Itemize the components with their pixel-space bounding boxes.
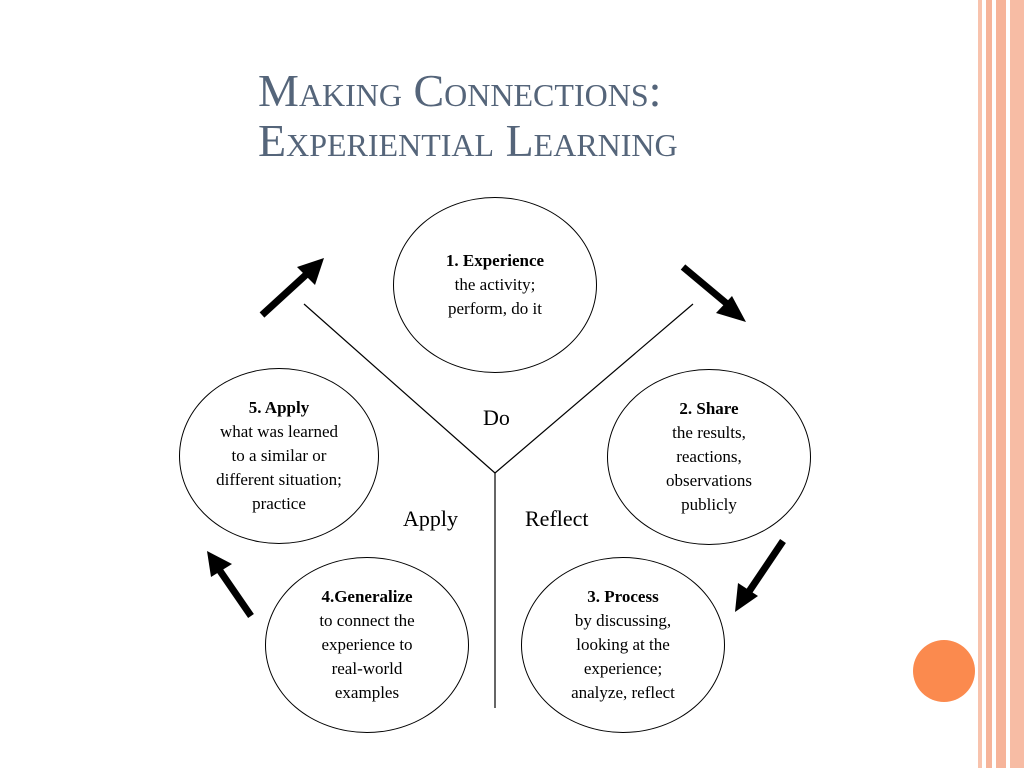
decor-stripe bbox=[1010, 0, 1024, 768]
step-line: looking at the bbox=[576, 635, 670, 654]
step-line: perform, do it bbox=[448, 299, 542, 318]
page-title: Making Connections: Experiential Learnin… bbox=[258, 66, 818, 166]
step-line: experience; bbox=[583, 659, 663, 678]
step-generalize-circle: 4.Generalize to connect the experience t… bbox=[265, 557, 469, 733]
step-line: to a similar or bbox=[231, 446, 327, 465]
step-line: different situation; bbox=[216, 470, 342, 489]
step-line: examples bbox=[334, 683, 400, 702]
axis-label-apply: Apply bbox=[403, 506, 458, 531]
title-line-2: Experiential Learning bbox=[258, 115, 678, 166]
step-line: publicly bbox=[681, 495, 737, 514]
step-line: experience to bbox=[321, 635, 413, 654]
step-line: the results, bbox=[672, 423, 746, 442]
step-heading: 4.Generalize bbox=[321, 587, 413, 606]
step-experience-circle: 1. Experience the activity; perform, do … bbox=[393, 197, 597, 373]
step-line: observations bbox=[666, 471, 752, 490]
step-line: practice bbox=[252, 494, 306, 513]
cycle-arrow-top-right bbox=[680, 264, 746, 322]
axis-label-do: Do bbox=[483, 405, 510, 430]
step-heading: 5. Apply bbox=[248, 398, 310, 417]
step-line: what was learned bbox=[219, 422, 338, 441]
decor-stripe bbox=[996, 0, 1006, 768]
step-line: the activity; bbox=[454, 275, 536, 294]
step-heading: 3. Process bbox=[587, 587, 659, 606]
axis-label-reflect: Reflect bbox=[525, 506, 589, 531]
step-line: to connect the bbox=[319, 611, 415, 630]
accent-dot bbox=[913, 640, 975, 702]
cycle-arrow-right bbox=[735, 539, 786, 612]
decor-stripe bbox=[978, 0, 982, 768]
step-heading: 1. Experience bbox=[445, 251, 545, 270]
step-share-circle: 2. Share the results, reactions, observa… bbox=[607, 369, 811, 545]
decor-stripe bbox=[986, 0, 992, 768]
step-process-circle: 3. Process by discussing, looking at the… bbox=[521, 557, 725, 733]
step-line: analyze, reflect bbox=[571, 683, 675, 702]
step-heading: 2. Share bbox=[679, 399, 739, 418]
divider-line-left bbox=[303, 303, 496, 474]
cycle-arrow-left bbox=[207, 551, 254, 618]
step-line: real-world bbox=[331, 659, 403, 678]
title-line-1: Making Connections: bbox=[258, 65, 662, 116]
divider-line-right bbox=[494, 303, 694, 474]
step-line: reactions, bbox=[676, 447, 742, 466]
step-apply-circle: 5. Apply what was learned to a similar o… bbox=[179, 368, 379, 544]
step-line: by discussing, bbox=[574, 611, 672, 630]
cycle-arrow-top-left bbox=[259, 258, 324, 318]
